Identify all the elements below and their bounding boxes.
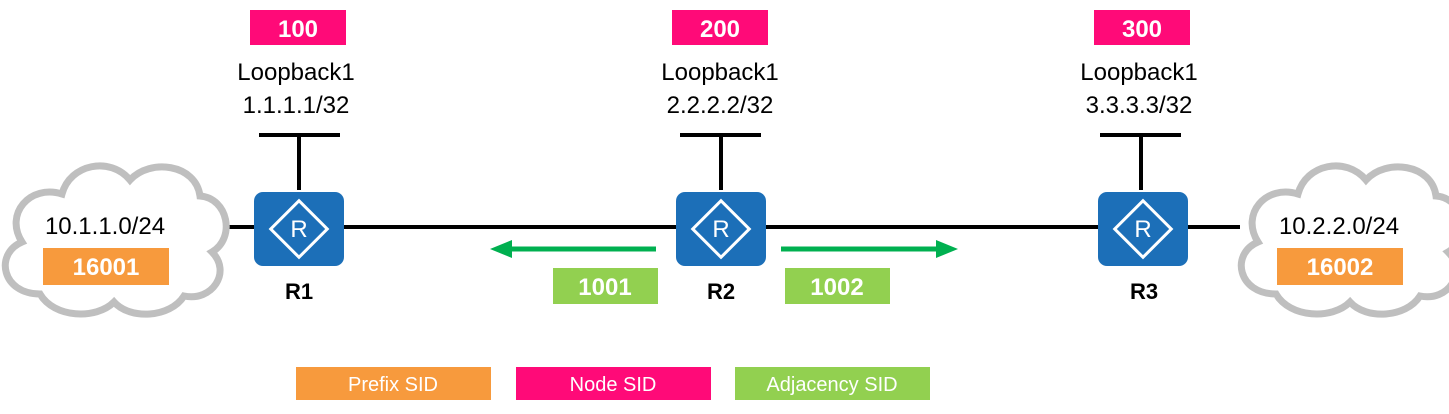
adjacency-arrowhead-right: [936, 240, 958, 258]
legend-swatch-adjacency-sid: [735, 367, 930, 400]
loopback-label-r3: Loopback1: [1080, 59, 1197, 86]
legend-label-node-sid: Node SID: [570, 374, 657, 396]
loopback-label-r2: Loopback1: [661, 59, 778, 86]
legend-label-prefix-sid: Prefix SID: [348, 374, 438, 396]
legend-swatch-prefix-sid: [296, 367, 491, 400]
loopback-address-r2: 2.2.2.2/32: [667, 92, 774, 119]
adjacency-sid-badge-left: [553, 268, 658, 304]
node-sid-r2: 200: [700, 16, 740, 43]
prefix-sid-right: 16002: [1307, 254, 1374, 281]
router-icon-r1: [252, 190, 346, 268]
router-name-r2: R2: [707, 279, 735, 304]
node-sid-badge-r1: [250, 10, 346, 45]
network-prefix-right: 10.2.2.0/24: [1279, 213, 1399, 240]
router-icon-r2: [674, 190, 768, 268]
node-sid-r1: 100: [278, 16, 318, 43]
node-sid-badge-r2: [672, 10, 768, 45]
prefix-sid-badge-right: [1277, 248, 1403, 285]
node-sid-r3: 300: [1122, 16, 1162, 43]
adjacency-sid-badge-right: [785, 268, 890, 304]
loopback-label-r1: Loopback1: [237, 59, 354, 86]
loopback-address-r1: 1.1.1.1/32: [243, 92, 350, 119]
router-name-r3: R3: [1130, 279, 1158, 304]
adjacency-sid-left: 1001: [578, 274, 631, 301]
adjacency-sid-right: 1002: [810, 274, 863, 301]
network-cloud-right: [1241, 166, 1449, 314]
prefix-sid-left: 16001: [73, 254, 140, 281]
network-cloud-left: [5, 166, 226, 314]
router-name-r1: R1: [285, 279, 313, 304]
prefix-sid-badge-left: [43, 248, 169, 285]
router-icon-r3: [1096, 190, 1190, 268]
legend-label-adjacency-sid: Adjacency SID: [766, 374, 897, 396]
loopback-address-r3: 3.3.3.3/32: [1086, 92, 1193, 119]
node-sid-badge-r3: [1094, 10, 1190, 45]
legend-swatch-node-sid: [516, 367, 711, 400]
adjacency-arrowhead-left: [490, 240, 512, 258]
network-prefix-left: 10.1.1.0/24: [45, 213, 165, 240]
